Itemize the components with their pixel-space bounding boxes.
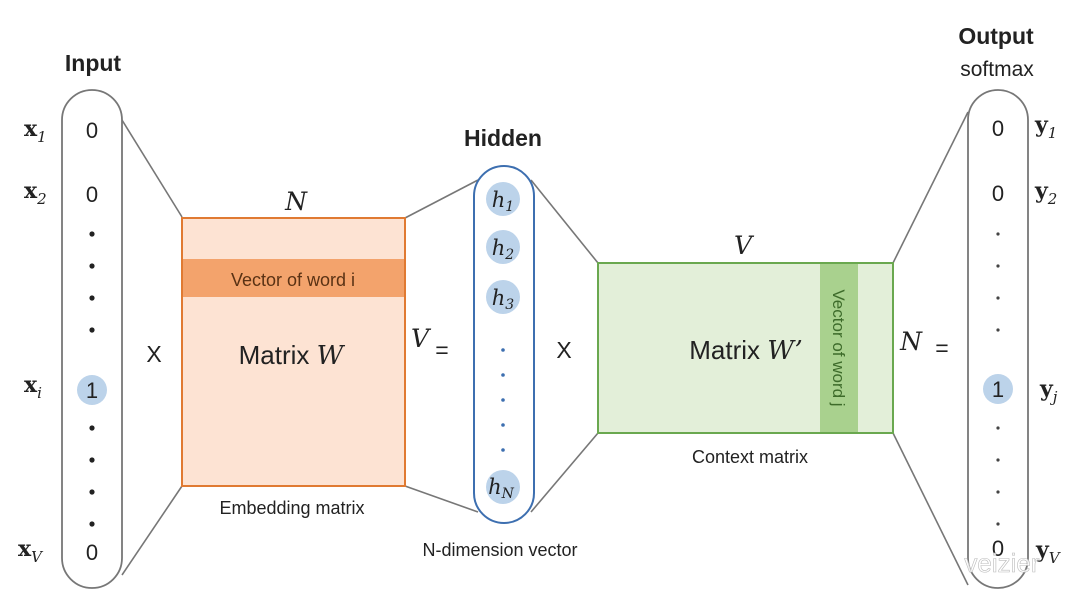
output-value-v: 0 bbox=[992, 536, 1004, 561]
output-label-y1: y1 bbox=[1034, 112, 1057, 142]
input-value-v: 0 bbox=[86, 540, 98, 565]
context-band-text: Vector of word j bbox=[829, 289, 848, 406]
embedding-caption: Embedding matrix bbox=[219, 498, 364, 518]
connector-embed-hidden-top bbox=[404, 179, 479, 219]
multiply-operator-1: X bbox=[146, 341, 161, 367]
input-ellipsis-dots bbox=[89, 231, 95, 527]
hidden-hn: hN bbox=[488, 475, 515, 502]
input-vector-outline bbox=[61, 89, 123, 589]
output-vector-outline bbox=[967, 89, 1029, 589]
hidden-h1: h1 bbox=[492, 188, 514, 215]
hidden-bubble-3 bbox=[486, 280, 520, 314]
hidden-vector: Hidden h1 h2 h3 hN N-dimension vector bbox=[422, 125, 577, 560]
input-value-1: 0 bbox=[86, 118, 98, 143]
input-title: Input bbox=[65, 50, 122, 76]
input-label-xv: xV bbox=[18, 536, 44, 566]
output-label-y2: y2 bbox=[1034, 178, 1057, 208]
output-column: Output softmax 0 0 1 0 y1 y2 yj yV bbox=[958, 23, 1062, 589]
context-top-label: V bbox=[734, 231, 755, 260]
output-label-yv: yV bbox=[1035, 537, 1062, 567]
output-value-1: 0 bbox=[992, 116, 1004, 141]
hidden-bubble-1 bbox=[486, 182, 520, 216]
equals-operator-1: = bbox=[435, 337, 448, 363]
context-side-label: N bbox=[899, 327, 923, 356]
embedding-band-text: Vector of word i bbox=[231, 270, 355, 290]
connector-embed-hidden-bottom bbox=[404, 485, 479, 513]
output-ellipsis-dots bbox=[996, 232, 1000, 526]
output-subtitle: softmax bbox=[960, 58, 1034, 81]
output-value-2: 0 bbox=[992, 181, 1004, 206]
connector-input-embed-bottom bbox=[121, 485, 183, 576]
hidden-title: Hidden bbox=[464, 125, 542, 151]
connector-context-output-top bbox=[892, 111, 969, 264]
hidden-ellipsis-dots bbox=[501, 348, 505, 452]
output-title: Output bbox=[958, 23, 1034, 49]
embedding-side-label: V bbox=[411, 324, 432, 353]
output-highlight-bubble bbox=[983, 374, 1013, 404]
input-value-2: 0 bbox=[86, 182, 98, 207]
input-label-xi: xi bbox=[24, 372, 42, 402]
output-label-yj: yj bbox=[1039, 376, 1058, 406]
context-matrix-label: Matrix W’ bbox=[689, 335, 802, 366]
hidden-h3: h3 bbox=[492, 286, 515, 313]
hidden-bubble-2 bbox=[486, 230, 520, 264]
multiply-operator-2: X bbox=[556, 337, 571, 363]
watermark: veizier bbox=[964, 548, 1039, 578]
input-label-x2: x2 bbox=[24, 178, 47, 208]
hidden-h2: h2 bbox=[492, 236, 515, 263]
embedding-matrix-label: Matrix W bbox=[239, 340, 346, 371]
hidden-vector-outline bbox=[473, 165, 535, 524]
equals-operator-2: = bbox=[935, 335, 948, 361]
hidden-bubble-n bbox=[486, 470, 520, 504]
output-value-j: 1 bbox=[992, 377, 1004, 402]
context-caption: Context matrix bbox=[692, 447, 808, 467]
embedding-matrix: N Vector of word i Matrix W Embedding ma… bbox=[181, 187, 432, 518]
embedding-top-label: N bbox=[284, 187, 308, 216]
context-word-band bbox=[820, 264, 858, 432]
connector-context-output-bottom bbox=[892, 432, 969, 586]
connector-lines bbox=[121, 111, 969, 586]
connector-hidden-context-bottom bbox=[530, 432, 599, 513]
context-matrix: V Vector of word j Matrix W’ Context mat… bbox=[597, 231, 923, 467]
connector-input-embed-top bbox=[121, 119, 183, 218]
input-column: Input x1 x2 xi xV 0 0 1 0 bbox=[18, 50, 123, 589]
hidden-caption: N-dimension vector bbox=[422, 540, 577, 560]
input-label-x1: x1 bbox=[24, 116, 47, 146]
embedding-word-band bbox=[183, 259, 404, 297]
input-value-i: 1 bbox=[86, 378, 98, 403]
input-highlight-bubble bbox=[77, 375, 107, 405]
connector-hidden-context-top bbox=[530, 179, 599, 264]
